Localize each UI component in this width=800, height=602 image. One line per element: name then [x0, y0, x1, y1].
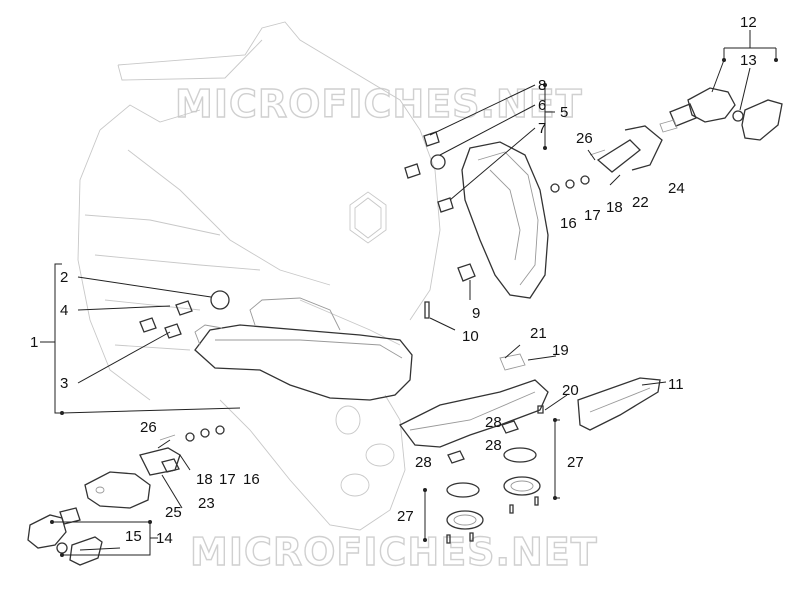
leader-dots [50, 58, 778, 557]
callout-1: 1 [30, 334, 38, 351]
callout-16-left: 16 [243, 471, 260, 488]
callout-19: 19 [552, 342, 569, 359]
callout-27-left: 27 [397, 508, 414, 525]
bracket-9 [457, 263, 476, 282]
callout-14: 14 [156, 530, 173, 547]
callout-22: 22 [632, 194, 649, 211]
tail-lamp-housing [461, 141, 549, 299]
leader-lines [40, 30, 777, 556]
callout-6: 6 [538, 97, 546, 114]
right-turn-signal [659, 87, 783, 141]
screw-10 [424, 301, 430, 319]
callout-7: 7 [538, 120, 546, 137]
right-signal-bracket [550, 125, 663, 193]
callout-10: 10 [462, 328, 479, 345]
callout-16-right: 16 [560, 215, 577, 232]
callout-15: 15 [125, 528, 142, 545]
rear-light-lens [194, 297, 413, 401]
watermark-top: MICROFICHES.NET [175, 82, 583, 126]
callout-5: 5 [560, 104, 568, 121]
callout-18-left: 18 [196, 471, 213, 488]
callout-27-right: 27 [567, 454, 584, 471]
callout-2: 2 [60, 269, 68, 286]
reflector-11 [577, 377, 661, 431]
callout-12: 12 [740, 14, 757, 31]
left-turn-signal [27, 471, 151, 566]
license-plate-holder [399, 353, 549, 448]
callout-21: 21 [530, 325, 547, 342]
callout-17-left: 17 [219, 471, 236, 488]
left-signal-bracket [139, 425, 225, 476]
callout-11: 11 [668, 376, 684, 393]
callout-28-b: 28 [485, 437, 502, 454]
callout-24: 24 [668, 180, 685, 197]
bulbs-6-7-8 [404, 131, 454, 213]
callout-28-a: 28 [415, 454, 432, 471]
callout-4: 4 [60, 302, 68, 319]
callout-17-right: 17 [584, 207, 601, 224]
watermark-bottom: MICROFICHES.NET [190, 530, 598, 574]
callout-13: 13 [740, 52, 757, 69]
callout-18-right: 18 [606, 199, 623, 216]
callout-23: 23 [198, 495, 215, 512]
callout-25: 25 [165, 504, 182, 521]
callout-labels: 1 2 3 4 5 6 7 8 9 10 11 12 13 14 15 16 1… [30, 14, 757, 547]
scooter-body-outline [77, 21, 441, 531]
callout-9: 9 [472, 305, 480, 322]
callout-3: 3 [60, 375, 68, 392]
callout-20: 20 [562, 382, 579, 399]
bulb-socket-group [139, 300, 193, 339]
plate-light-parts [446, 405, 544, 544]
callout-26-left: 26 [140, 419, 157, 436]
callout-28-c: 28 [485, 414, 502, 431]
callout-8: 8 [538, 77, 546, 94]
bulb [210, 290, 230, 310]
callout-26-right: 26 [576, 130, 593, 147]
